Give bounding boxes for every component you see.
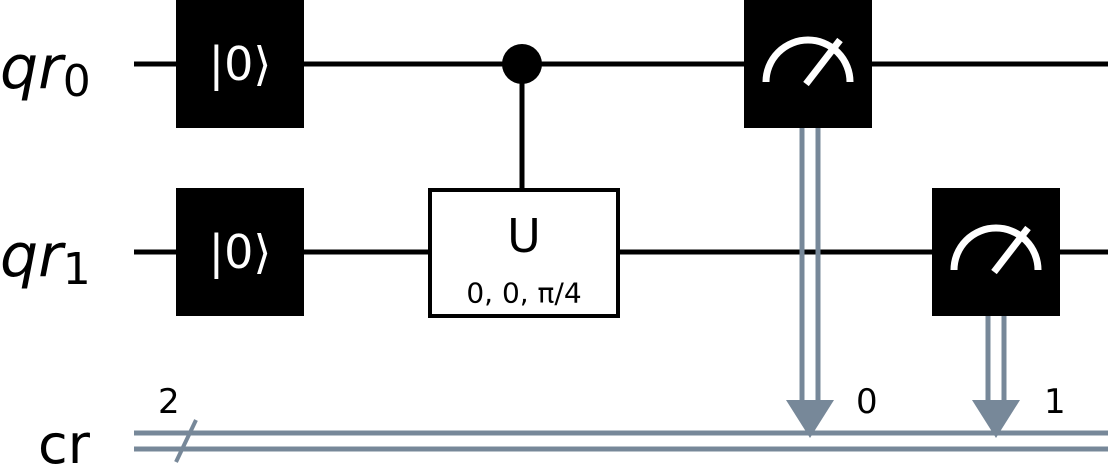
meter-needle-icon xyxy=(803,37,843,87)
meter-needle-icon xyxy=(991,225,1031,275)
meter-arc-icon xyxy=(762,36,854,83)
u-gate: U 0, 0, π/4 xyxy=(428,188,620,318)
reset-gate-qr1: |0⟩ xyxy=(176,188,304,316)
measure-gate-qr1 xyxy=(932,188,1060,316)
svg-text:qr1: qr1 xyxy=(0,221,91,295)
reset-gate-qr1-label: |0⟩ xyxy=(209,225,272,280)
qubit-label-qr1: qr1 xyxy=(0,221,91,295)
measure-connector-qr0 xyxy=(786,128,834,438)
measure-gate-qr0 xyxy=(744,0,872,128)
qubit-label-qr0: qr0 xyxy=(0,33,91,107)
classical-register-label: cr xyxy=(38,413,91,466)
u-gate-params: 0, 0, π/4 xyxy=(466,277,581,310)
qubit-label-qr1-index: 1 xyxy=(63,244,91,295)
meter-arc-icon xyxy=(950,224,1042,271)
measure-connector-qr1 xyxy=(972,316,1020,438)
classical-bus-width: 2 xyxy=(158,382,180,422)
svg-text:qr0: qr0 xyxy=(0,33,91,107)
reset-gate-qr0-label: |0⟩ xyxy=(209,37,272,92)
control-dot xyxy=(502,44,542,84)
u-gate-label: U xyxy=(507,209,541,263)
qubit-label-qr0-index: 0 xyxy=(63,56,91,107)
qubit-label-qr0-base: qr xyxy=(0,33,66,103)
classical-bus-slash xyxy=(174,419,198,463)
measure-bit-index-0: 0 xyxy=(856,382,878,422)
classical-wire xyxy=(134,430,1108,452)
reset-gate-qr0: |0⟩ xyxy=(176,0,304,128)
qubit-label-qr1-base: qr xyxy=(0,221,66,291)
measure-bit-index-1: 1 xyxy=(1044,382,1066,422)
